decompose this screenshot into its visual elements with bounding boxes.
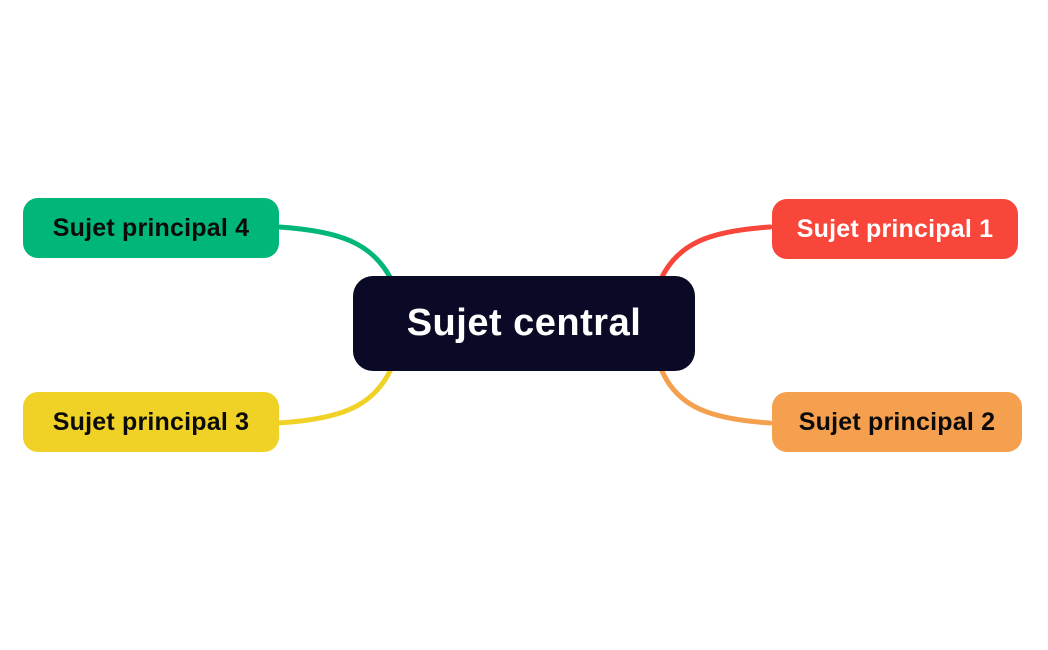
- branch-node-1[interactable]: Sujet principal 1: [772, 199, 1018, 259]
- branch-node-4-label: Sujet principal 4: [52, 213, 250, 242]
- branch-node-2[interactable]: Sujet principal 2: [772, 392, 1022, 452]
- connector-branch-1: [658, 224, 773, 282]
- branch-node-1-label: Sujet principal 1: [796, 214, 994, 243]
- connector-branch-4: [276, 224, 394, 282]
- central-topic-node[interactable]: Sujet central: [353, 276, 695, 371]
- branch-node-4[interactable]: Sujet principal 4: [23, 198, 279, 258]
- branch-node-2-label: Sujet principal 2: [798, 407, 996, 436]
- connector-branch-2: [659, 368, 773, 426]
- branch-node-3-label: Sujet principal 3: [52, 407, 250, 436]
- central-topic-label: Sujet central: [406, 302, 642, 344]
- branch-node-3[interactable]: Sujet principal 3: [23, 392, 279, 452]
- connector-branch-3: [276, 368, 393, 426]
